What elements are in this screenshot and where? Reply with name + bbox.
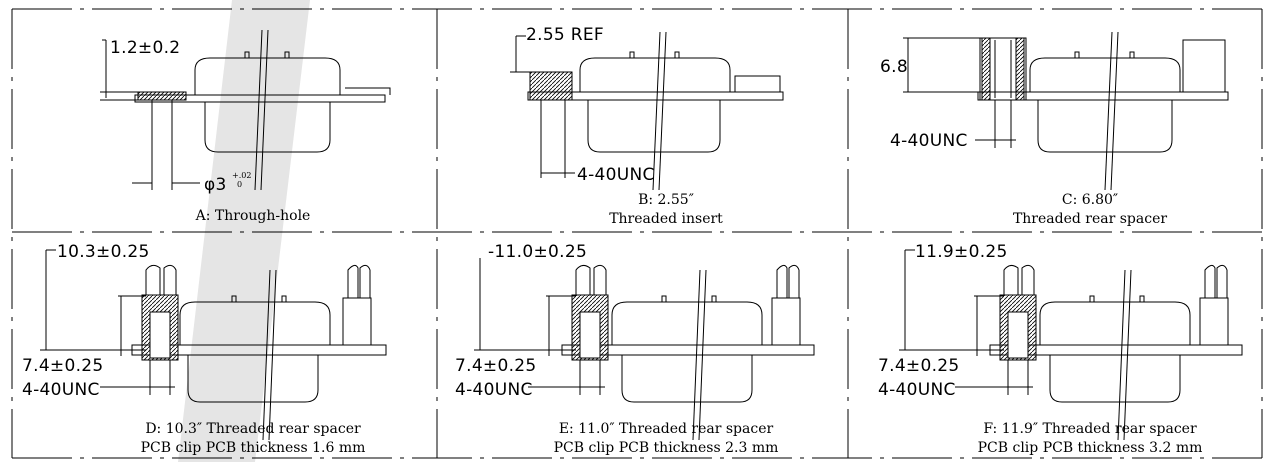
caption-c-line2: Threaded rear spacer — [1013, 211, 1167, 227]
dim-thread: 4-40UNC — [455, 380, 533, 400]
connector-body — [131, 264, 387, 441]
dimension-lines — [903, 37, 1016, 148]
caption-b-line1: B: 2.55″ — [638, 192, 694, 208]
panel-e — [474, 258, 815, 441]
panel-d — [40, 249, 387, 441]
caption-f-line2: PCB clip PCB thickness 3.2 mm — [978, 440, 1203, 456]
caption-d-line1: D: 10.3″ Threaded rear spacer — [145, 421, 361, 437]
dimension-lines — [899, 249, 1033, 395]
caption-a: A: Through-hole — [195, 208, 311, 224]
connector-body — [134, 29, 391, 191]
dim-spacer-height: 7.4±0.25 — [22, 356, 104, 376]
caption-d-line2: PCB clip PCB thickness 1.6 mm — [141, 440, 366, 456]
dimension-lines — [474, 258, 605, 395]
caption-e-line1: E: 11.0″ Threaded rear spacer — [559, 421, 774, 437]
dim-tolerance-lower: 0 — [237, 180, 242, 189]
panel-b — [510, 31, 784, 191]
frame — [11, 8, 1263, 459]
dim-overall-height: 10.3±0.25 — [57, 242, 150, 262]
watermark — [178, 0, 310, 462]
caption-e-line2: PCB clip PCB thickness 2.3 mm — [554, 440, 779, 456]
panel-c — [903, 31, 1229, 191]
dim-tolerance-upper: +.02 — [232, 171, 251, 180]
caption-b-line2: Threaded insert — [609, 211, 723, 227]
dim-thread: 4-40UNC — [878, 380, 956, 400]
dim-spacer-height: 6.8 — [880, 57, 908, 77]
caption-c-line1: C: 6.80″ — [1062, 192, 1118, 208]
dim-thread: 4-40UNC — [890, 131, 968, 151]
dim-hole-diameter: φ3 — [204, 175, 227, 195]
dim-thread: 4-40UNC — [577, 165, 655, 185]
connector-body — [989, 264, 1243, 441]
dim-overall-height: 11.9±0.25 — [915, 242, 1008, 262]
dim-spacer-height: 7.4±0.25 — [878, 356, 960, 376]
connector-body — [977, 31, 1229, 191]
caption-f-line1: F: 11.9″ Threaded rear spacer — [983, 421, 1197, 437]
dim-thread: 4-40UNC — [22, 380, 100, 400]
dimension-lines — [100, 39, 200, 190]
dimension-lines — [510, 35, 575, 178]
connector-body — [527, 31, 784, 191]
panel-a — [100, 29, 391, 191]
panel-f — [899, 249, 1243, 441]
dim-overall-height: -11.0±0.25 — [488, 242, 587, 262]
connector-body — [561, 264, 815, 441]
dimension-lines — [40, 249, 175, 395]
dim-thickness: 1.2±0.2 — [110, 38, 180, 58]
dim-insert-height: 2.55 REF — [526, 25, 604, 45]
dim-spacer-height: 7.4±0.25 — [455, 356, 537, 376]
